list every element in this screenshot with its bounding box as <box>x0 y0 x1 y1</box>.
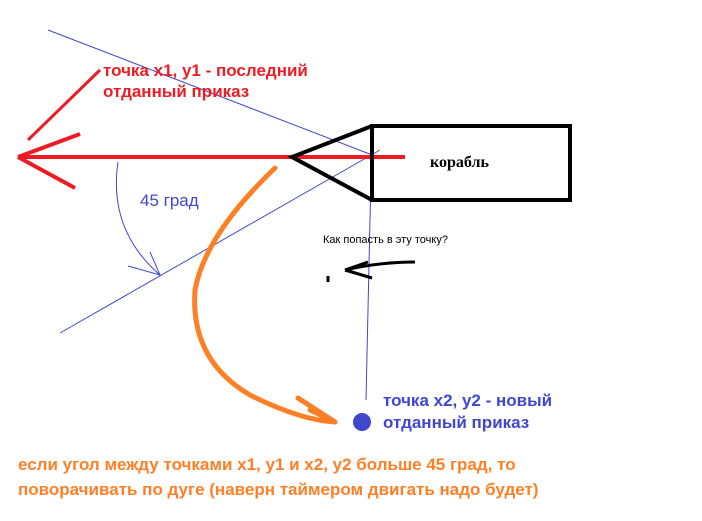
ship-body <box>370 124 572 202</box>
guide-line-lower <box>59 149 381 334</box>
note-text: если угол между точками x1, y1 и x2, y2 … <box>18 452 538 502</box>
guide-line-upper <box>47 29 381 159</box>
point2-label: точка x2, y2 - новый отданный приказ <box>383 390 552 434</box>
note-line2: поворачивать по дуге (наверн таймером дв… <box>18 480 539 499</box>
point2-label-line2: отданный приказ <box>383 413 530 432</box>
note-line1: если угол между точками x1, y1 и x2, y2 … <box>18 455 516 474</box>
point1-label-line1: точка x1, y1 - последний <box>103 61 308 80</box>
red-arrowhead-bottom <box>17 155 76 190</box>
red-arrowhead-top <box>17 132 81 159</box>
point1-label: точка x1, y1 - последний отданный приказ <box>103 60 308 102</box>
angle-arc <box>115 161 161 276</box>
point2-label-line1: точка x2, y2 - новый <box>383 391 553 410</box>
ship-bow <box>287 124 373 202</box>
point1-label-line2: отданный приказ <box>103 82 250 101</box>
angle-label: 45 град <box>140 191 199 210</box>
orange-turn-arc <box>192 165 338 425</box>
red-pointer-line <box>26 68 102 142</box>
question-arrow <box>326 260 416 282</box>
ship-label: корабль <box>430 154 489 171</box>
question-label: Как попасть в эту точку? <box>323 234 448 246</box>
target-point <box>353 413 371 431</box>
